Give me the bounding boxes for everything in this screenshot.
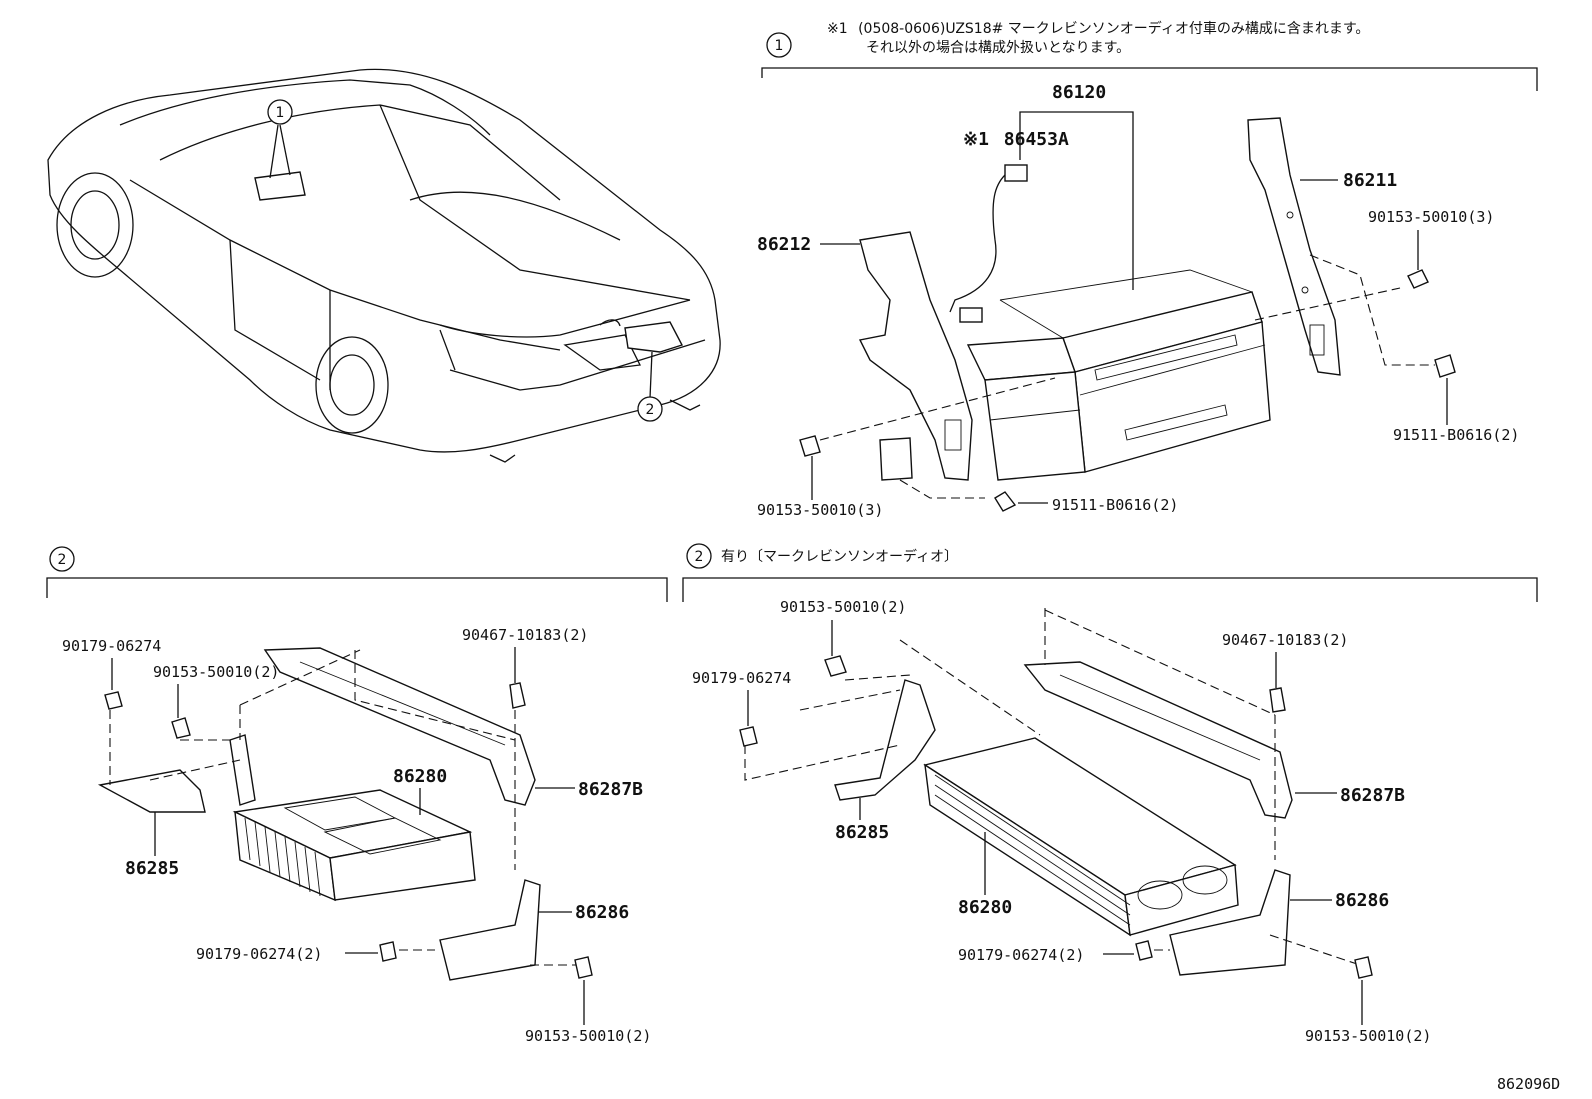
label-90179-left: 90179-06274 xyxy=(62,637,161,655)
diagram-id: 862096D xyxy=(1497,1075,1560,1093)
label-91511-2-right: 91511-B0616(2) xyxy=(1393,426,1519,444)
label-86212: 86212 xyxy=(757,234,811,255)
section1-frame xyxy=(761,67,1538,91)
note-text-1: (0508-0606)UZS18# マークレビンソンオーディオ付車のみ構成に含ま… xyxy=(858,20,1369,37)
head-unit-group: 86120 ※1 86453A 86211 86212 xyxy=(757,82,1519,519)
label-mark-86453A: ※1 86453A xyxy=(963,129,1069,150)
amplifier-left-group: 86280 86287B 86285 86286 90179-06274 xyxy=(62,626,651,1045)
label-90153-3-left: 90153-50010(3) xyxy=(757,501,883,519)
label-90179-2-left: 90179-06274(2) xyxy=(196,945,322,963)
label-86286-right: 86286 xyxy=(1335,890,1389,911)
section2-right-note: 有り〔マークレビンソンオーディオ〕 xyxy=(721,548,958,565)
label-90179-2-right: 90179-06274(2) xyxy=(958,946,1084,964)
label-90153-2-right: 90153-50010(2) xyxy=(780,598,906,616)
label-90153-3-right: 90153-50010(3) xyxy=(1368,208,1494,226)
label-86286-left: 86286 xyxy=(575,902,629,923)
label-86285-left: 86285 xyxy=(125,858,179,879)
section2-left-frame xyxy=(46,577,668,602)
label-86287B-left: 86287B xyxy=(578,779,643,800)
label-86285-right: 86285 xyxy=(835,822,889,843)
label-86280-left: 86280 xyxy=(393,766,447,787)
label-90153-2-low-left: 90153-50010(2) xyxy=(525,1027,651,1045)
section2-right-circle: 2 xyxy=(695,549,704,565)
section1-circle: 1 xyxy=(775,38,784,54)
car-illustration: 1 2 xyxy=(47,68,721,463)
label-86120: 86120 xyxy=(1052,82,1106,103)
car-circle-2: 2 xyxy=(646,402,655,418)
label-90467-left: 90467-10183(2) xyxy=(462,626,588,644)
note-marker: ※1 xyxy=(827,21,848,37)
section2-right-frame xyxy=(682,577,1538,602)
car-circle-1: 1 xyxy=(276,105,285,121)
label-90153-2-left: 90153-50010(2) xyxy=(153,663,279,681)
note-line-2: それ以外の場合は構成外扱いとなります。 xyxy=(866,40,1130,56)
label-86280-right: 86280 xyxy=(958,897,1012,918)
amplifier-right-group: 86280 86287B 86285 86286 90153-50010(2) xyxy=(692,598,1431,1045)
label-90179-right: 90179-06274 xyxy=(692,669,791,687)
label-86211: 86211 xyxy=(1343,170,1397,191)
note-line-1: ※1 (0508-0606)UZS18# マークレビンソンオーディオ付車のみ構成… xyxy=(827,20,1369,37)
section2-left-circle: 2 xyxy=(58,552,67,568)
label-90467-right: 90467-10183(2) xyxy=(1222,631,1348,649)
label-86287B-right: 86287B xyxy=(1340,785,1405,806)
label-90153-2-low-right: 90153-50010(2) xyxy=(1305,1027,1431,1045)
label-91511-2-mid: 91511-B0616(2) xyxy=(1052,496,1178,514)
